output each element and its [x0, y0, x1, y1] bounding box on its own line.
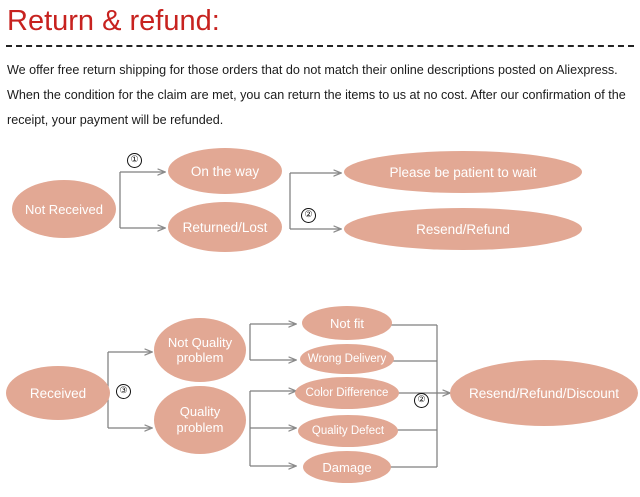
node-damage[interactable]: Damage: [303, 451, 391, 483]
header-divider: [6, 45, 634, 47]
node-color-difference[interactable]: Color Difference: [295, 377, 399, 409]
node-not-quality-problem[interactable]: Not Quality problem: [154, 318, 246, 382]
step-marker-2[interactable]: ②: [301, 208, 316, 223]
node-received[interactable]: Received: [6, 366, 110, 420]
node-not-fit-label: Not fit: [330, 315, 364, 331]
node-resend-refund-label: Resend/Refund: [416, 221, 510, 237]
node-please-be-patient-to-wait[interactable]: Please be patient to wait: [344, 151, 582, 193]
node-quality-problem-label: Quality problem: [176, 404, 224, 435]
page-title: Return & refund:: [7, 5, 220, 37]
step-marker-3[interactable]: ③: [116, 384, 131, 399]
node-please-be-patient-to-wait-label: Please be patient to wait: [389, 164, 537, 180]
node-not-quality-problem-label: Not Quality problem: [167, 335, 233, 365]
node-returned-lost-label: Returned/Lost: [182, 219, 268, 235]
node-on-the-way-label: On the way: [190, 163, 260, 179]
node-resend-refund[interactable]: Resend/Refund: [344, 208, 582, 250]
node-not-received-label: Not Received: [24, 201, 104, 217]
node-resend-refund-discount[interactable]: Resend/Refund/Discount: [450, 360, 638, 426]
node-returned-lost[interactable]: Returned/Lost: [168, 202, 282, 252]
policy-paragraph: We offer free return shipping for those …: [7, 63, 626, 127]
step-marker-1[interactable]: ①: [127, 153, 142, 168]
node-quality-problem[interactable]: Quality problem: [154, 386, 246, 454]
node-on-the-way[interactable]: On the way: [168, 148, 282, 194]
node-damage-label: Damage: [322, 459, 372, 475]
node-color-difference-label: Color Difference: [305, 387, 389, 399]
node-received-label: Received: [29, 385, 87, 401]
node-not-received[interactable]: Not Received: [12, 180, 116, 238]
node-quality-defect-label: Quality Defect: [311, 425, 385, 437]
node-wrong-delivery[interactable]: Wrong Delivery: [300, 344, 394, 374]
node-wrong-delivery-label: Wrong Delivery: [307, 353, 387, 365]
node-quality-defect[interactable]: Quality Defect: [298, 415, 398, 447]
node-resend-refund-discount-label: Resend/Refund/Discount: [468, 385, 620, 401]
node-not-fit[interactable]: Not fit: [302, 306, 392, 340]
step-marker-2b[interactable]: ②: [414, 393, 429, 408]
